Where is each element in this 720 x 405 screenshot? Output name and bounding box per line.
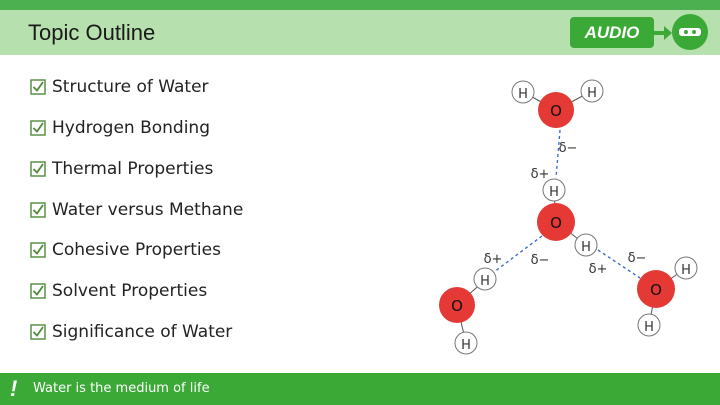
list-item[interactable]: Solvent Properties [30,278,207,304]
water-molecule-center: O H H [537,178,598,257]
water-molecule-right: O H H [637,256,698,337]
checked-box-icon [30,120,46,136]
water-molecule-left: O H H [439,267,497,355]
hydrogen-atom-label: H [518,87,528,102]
hydrogen-atom-label: H [480,274,490,289]
delta-minus-label: δ− [559,141,578,156]
checked-box-icon [30,161,46,177]
list-item[interactable]: Significance of Water [30,319,232,345]
hydrogen-atom-label: H [681,263,691,278]
right-arrow-icon [653,26,672,40]
list-item-label: Hydrogen Bonding [52,118,210,138]
exclamation-icon: ! [10,376,18,401]
delta-plus-label: δ+ [589,262,608,277]
footer-caption: Water is the medium of life [33,381,210,396]
list-item[interactable]: Thermal Properties [30,156,213,182]
list-item[interactable]: Water versus Methane [30,197,243,223]
list-item-label: Significance of Water [52,322,233,342]
hydrogen-bond-line [555,129,561,179]
water-molecule-top: O H H δ− [511,79,604,156]
top-accent-strip [0,0,720,10]
hydrogen-atom-label: H [581,240,591,255]
page-title: Topic Outline [28,20,156,45]
hydrogen-atom-label: H [461,338,471,353]
delta-plus-label: δ+ [484,252,503,267]
oxygen-atom-label: O [451,297,463,315]
delta-minus-label: δ− [531,253,550,268]
list-item-label: Structure of Water [52,77,209,97]
speaker-icon[interactable] [672,14,708,50]
list-item[interactable]: Hydrogen Bonding [30,115,210,141]
list-item[interactable]: Cohesive Properties [30,237,221,263]
footer-bar [0,373,720,405]
oxygen-atom-label: O [550,214,562,232]
audio-button[interactable]: AUDIO [570,17,654,48]
list-item-label: Water versus Methane [52,200,244,220]
oxygen-atom-label: O [650,281,662,299]
list-item[interactable]: Structure of Water [30,74,209,100]
list-item-label: Solvent Properties [52,281,208,301]
hydrogen-bond-line [493,235,543,273]
checked-box-icon [30,283,46,299]
oxygen-atom-label: O [550,102,562,120]
checked-box-icon [30,79,46,95]
checked-box-icon [30,242,46,258]
checked-box-icon [30,202,46,218]
hydrogen-atom-label: H [549,185,559,200]
checked-box-icon [30,324,46,340]
delta-minus-label: δ− [628,251,647,266]
hydrogen-atom-label: H [587,86,597,101]
delta-plus-label: δ+ [531,167,550,182]
hydrogen-atom-label: H [644,320,654,335]
hydrogen-bond-line [597,249,641,279]
list-item-label: Cohesive Properties [52,240,221,260]
list-item-label: Thermal Properties [52,159,214,179]
